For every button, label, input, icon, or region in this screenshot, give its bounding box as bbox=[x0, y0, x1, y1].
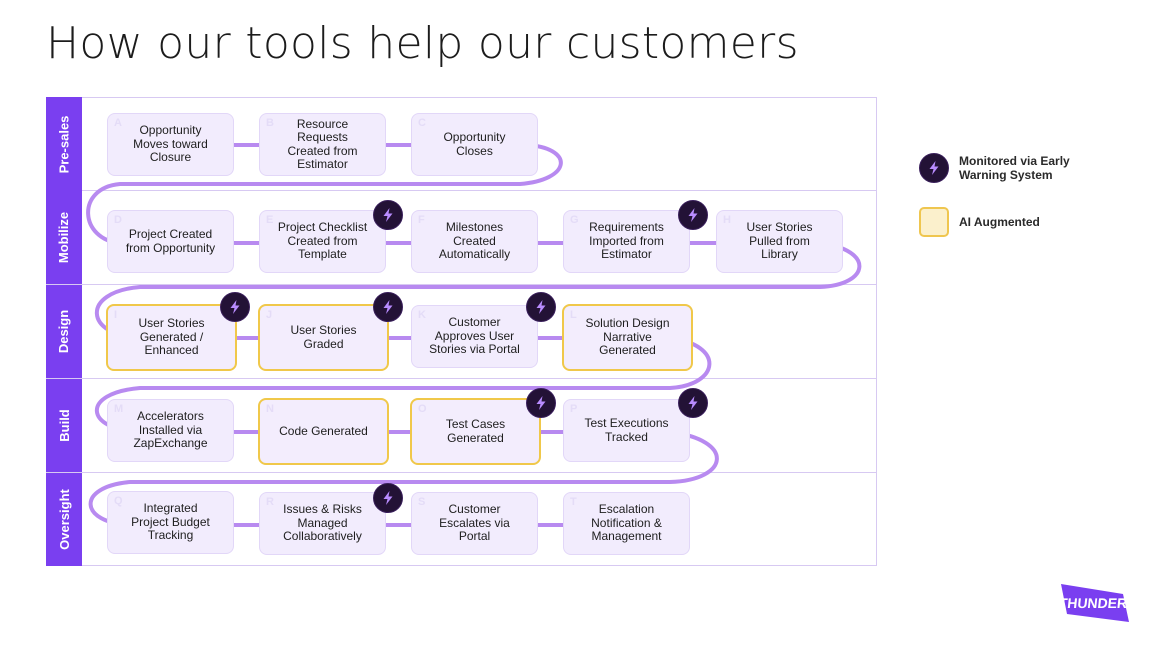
thunder-logo: THUNDER bbox=[1061, 584, 1129, 622]
legend-ai-label: AI Augmented bbox=[959, 215, 1040, 229]
lightning-badge-icon bbox=[373, 200, 403, 230]
lane-divider bbox=[46, 378, 877, 379]
lane-divider bbox=[46, 190, 877, 191]
lane-label-oversight: Oversight bbox=[46, 473, 82, 566]
lane-label-design: Design bbox=[46, 285, 82, 378]
page-title: How our tools help our customers bbox=[46, 18, 799, 69]
lightning-badge-icon bbox=[373, 483, 403, 513]
legend-monitored-label: Monitored via Early Warning System bbox=[959, 154, 1070, 182]
ai-swatch bbox=[919, 207, 949, 237]
lightning-badge-icon bbox=[526, 292, 556, 322]
logo-text: THUNDER bbox=[1061, 595, 1128, 611]
legend-ai: AI Augmented bbox=[919, 207, 1040, 237]
lane-divider bbox=[46, 472, 877, 473]
lightning-badge-icon bbox=[678, 200, 708, 230]
lightning-badge-icon bbox=[526, 388, 556, 418]
lightning-badge-icon bbox=[919, 153, 949, 183]
lane-label-presales: Pre-sales bbox=[46, 97, 82, 191]
lane-divider bbox=[46, 284, 877, 285]
lightning-badge-icon bbox=[678, 388, 708, 418]
lane-label-build: Build bbox=[46, 379, 82, 472]
lightning-badge-icon bbox=[373, 292, 403, 322]
lightning-badge-icon bbox=[220, 292, 250, 322]
legend-monitored: Monitored via Early Warning System bbox=[919, 153, 1070, 183]
lane-label-mobilize: Mobilize bbox=[46, 191, 82, 284]
